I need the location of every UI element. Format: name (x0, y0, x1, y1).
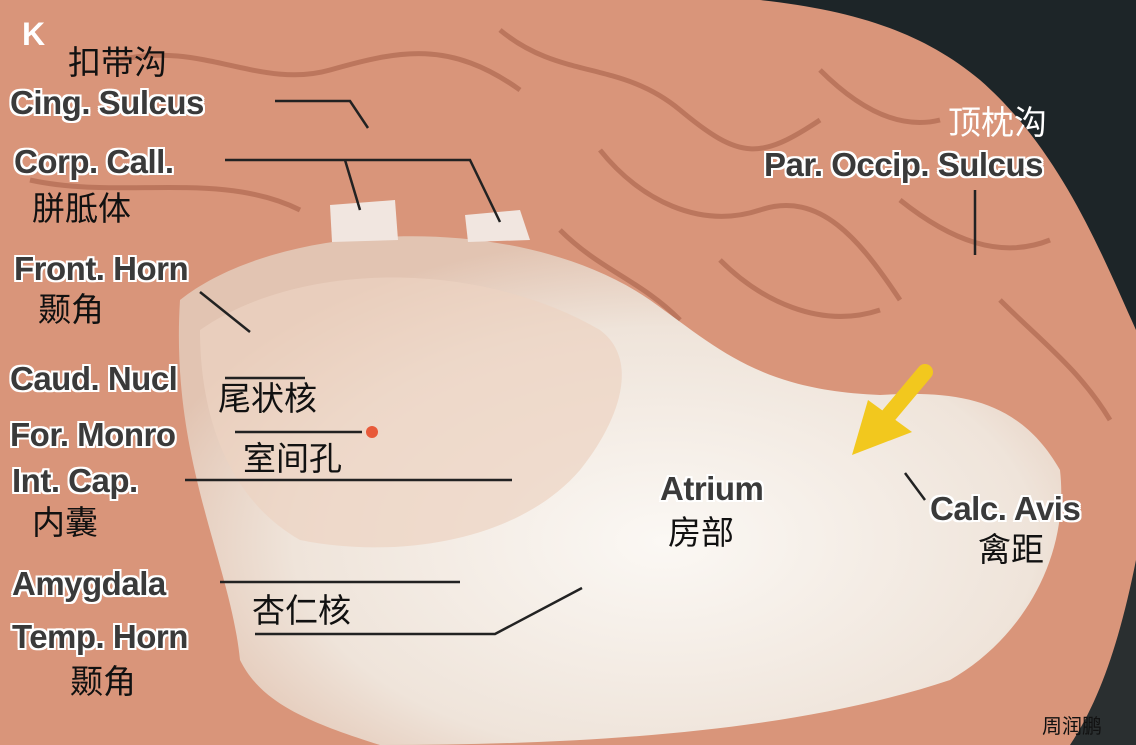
temp-horn-zh: 颞角 (70, 662, 136, 701)
for-monro-zh: 室间孔 (243, 439, 342, 478)
int-cap-label: Int. Cap. (12, 462, 138, 499)
watermark: 周润鹏 (1042, 714, 1102, 738)
front-horn-zh: 颞角 (38, 290, 104, 329)
for-monro-label: For. Monro (10, 416, 176, 453)
calc-avis-label: Calc. Avis (930, 490, 1081, 527)
temp-horn-label: Temp. Horn (12, 618, 188, 655)
cing-sulcus-label: Cing. Sulcus (10, 84, 204, 121)
amygdala-label: Amygdala (12, 565, 166, 602)
cing-sulcus-zh: 扣带沟 (68, 43, 167, 82)
par-occip-zh: 顶枕沟 (948, 103, 1047, 142)
corp-call-zh: 胼胝体 (32, 189, 131, 228)
caud-nucl-zh: 尾状核 (218, 379, 317, 418)
caud-nucl-label: Caud. Nucl (10, 360, 178, 397)
calc-avis-zh: 禽距 (978, 530, 1044, 569)
amygdala-zh: 杏仁核 (252, 591, 351, 630)
corp-call-label: Corp. Call. (14, 143, 174, 180)
atrium-zh: 房部 (668, 513, 734, 552)
panel-letter: K (22, 16, 46, 52)
par-occip-label: Par. Occip. Sulcus (764, 146, 1043, 183)
yellow-arrow-icon (852, 364, 933, 455)
atrium-label: Atrium (660, 470, 764, 507)
int-cap-zh: 内囊 (32, 503, 98, 542)
front-horn-label: Front. Horn (14, 250, 189, 287)
leader-lines (185, 99, 977, 636)
